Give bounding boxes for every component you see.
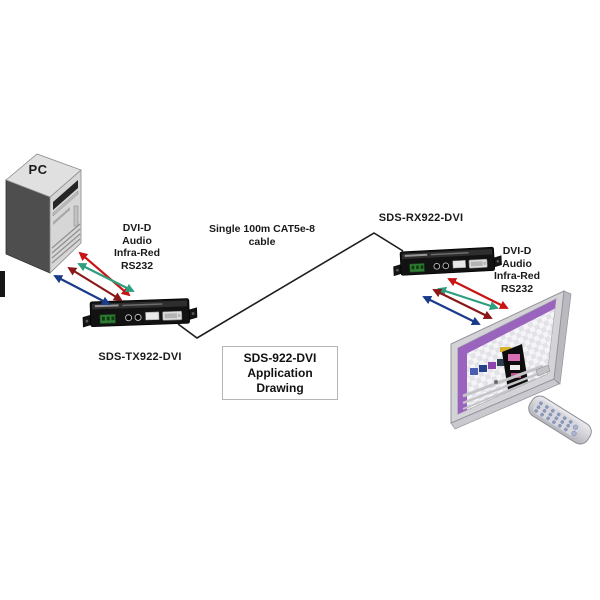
screen-text-rows (462, 364, 544, 410)
left-edge-device-fragment (0, 271, 5, 297)
signal-audio: Audio (122, 234, 152, 247)
cable-label-line1: Single 100m CAT5e-8 (208, 223, 315, 235)
signal-rs232: RS232 (500, 282, 534, 295)
display-bracket (535, 364, 551, 377)
transmitter-device (81, 297, 198, 328)
signal-arrows-right (422, 278, 509, 325)
pc-optical-drive (53, 180, 78, 210)
pc-floppy-slot (53, 207, 70, 225)
cable-label: Single 100m CAT5e-8 cable (202, 223, 322, 248)
signal-arrows-left (53, 251, 135, 305)
receiver-label: SDS-RX922-DVI (378, 212, 464, 224)
pc-drive-slot (52, 190, 79, 217)
signal-dvi-d: DVI-D (122, 222, 152, 234)
pc-label: PC (28, 162, 48, 177)
pc-top-face (5, 153, 82, 198)
cat5-cable-line (177, 232, 404, 339)
title-line1: SDS-922-DVI (243, 351, 317, 365)
signal-infra-red: Infra-Red (493, 270, 541, 282)
title-box: SDS-922-DVI Application Drawing (222, 346, 338, 400)
screen-banner-top (458, 299, 556, 358)
pc-vents (51, 223, 81, 264)
pc-tower (5, 153, 82, 274)
remote-buttons (534, 401, 579, 437)
remote-control (528, 395, 592, 445)
signal-dvi-d: DVI-D (502, 245, 532, 257)
transmitter-label: SDS-TX922-DVI (98, 351, 182, 363)
signal-audio: Audio (502, 257, 532, 270)
signal-list-right: DVI-D Audio Infra-Red RS232 (477, 245, 557, 295)
arrow-navy-right (422, 296, 481, 325)
title-line2: Application Drawing (247, 366, 313, 395)
signal-list-left: DVI-D Audio Infra-Red RS232 (97, 222, 177, 272)
screen-banner-left (458, 344, 467, 414)
flat-panel-display (450, 290, 572, 430)
signal-infra-red: Infra-Red (113, 247, 161, 259)
cable-label-line2: cable (248, 235, 276, 248)
signal-rs232: RS232 (120, 259, 154, 272)
pc-latch (73, 205, 79, 227)
arrow-navy-left (53, 275, 111, 305)
